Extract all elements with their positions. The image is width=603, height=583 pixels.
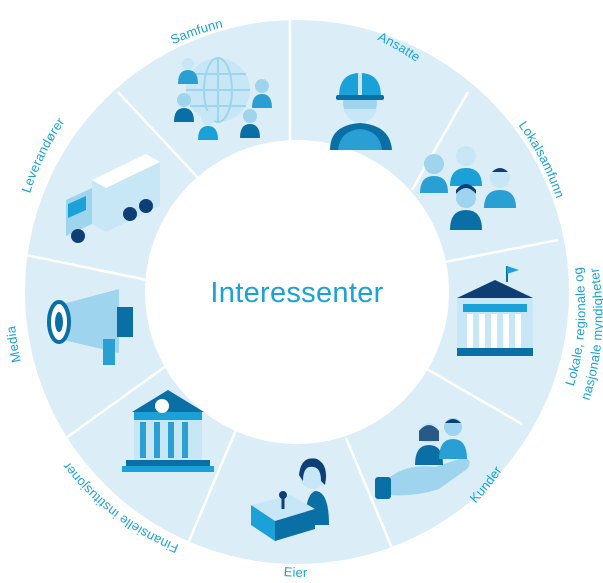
center-title: Interessenter [210,277,383,309]
worker-hardhat-icon [330,73,392,150]
label-eier: Eier [283,564,308,580]
label-media: Media [3,325,24,364]
delivery-truck-icon [66,154,160,243]
bank-building-icon [122,390,214,472]
customers-hand-icon [375,418,470,499]
center-disk [145,140,449,444]
society-globe-people-icon [174,57,272,140]
government-building-icon [457,266,533,356]
segment-dividers [25,20,559,549]
owner-desk-icon [251,458,329,541]
megaphone-icon [47,289,133,365]
local-community-people-icon [420,146,516,230]
